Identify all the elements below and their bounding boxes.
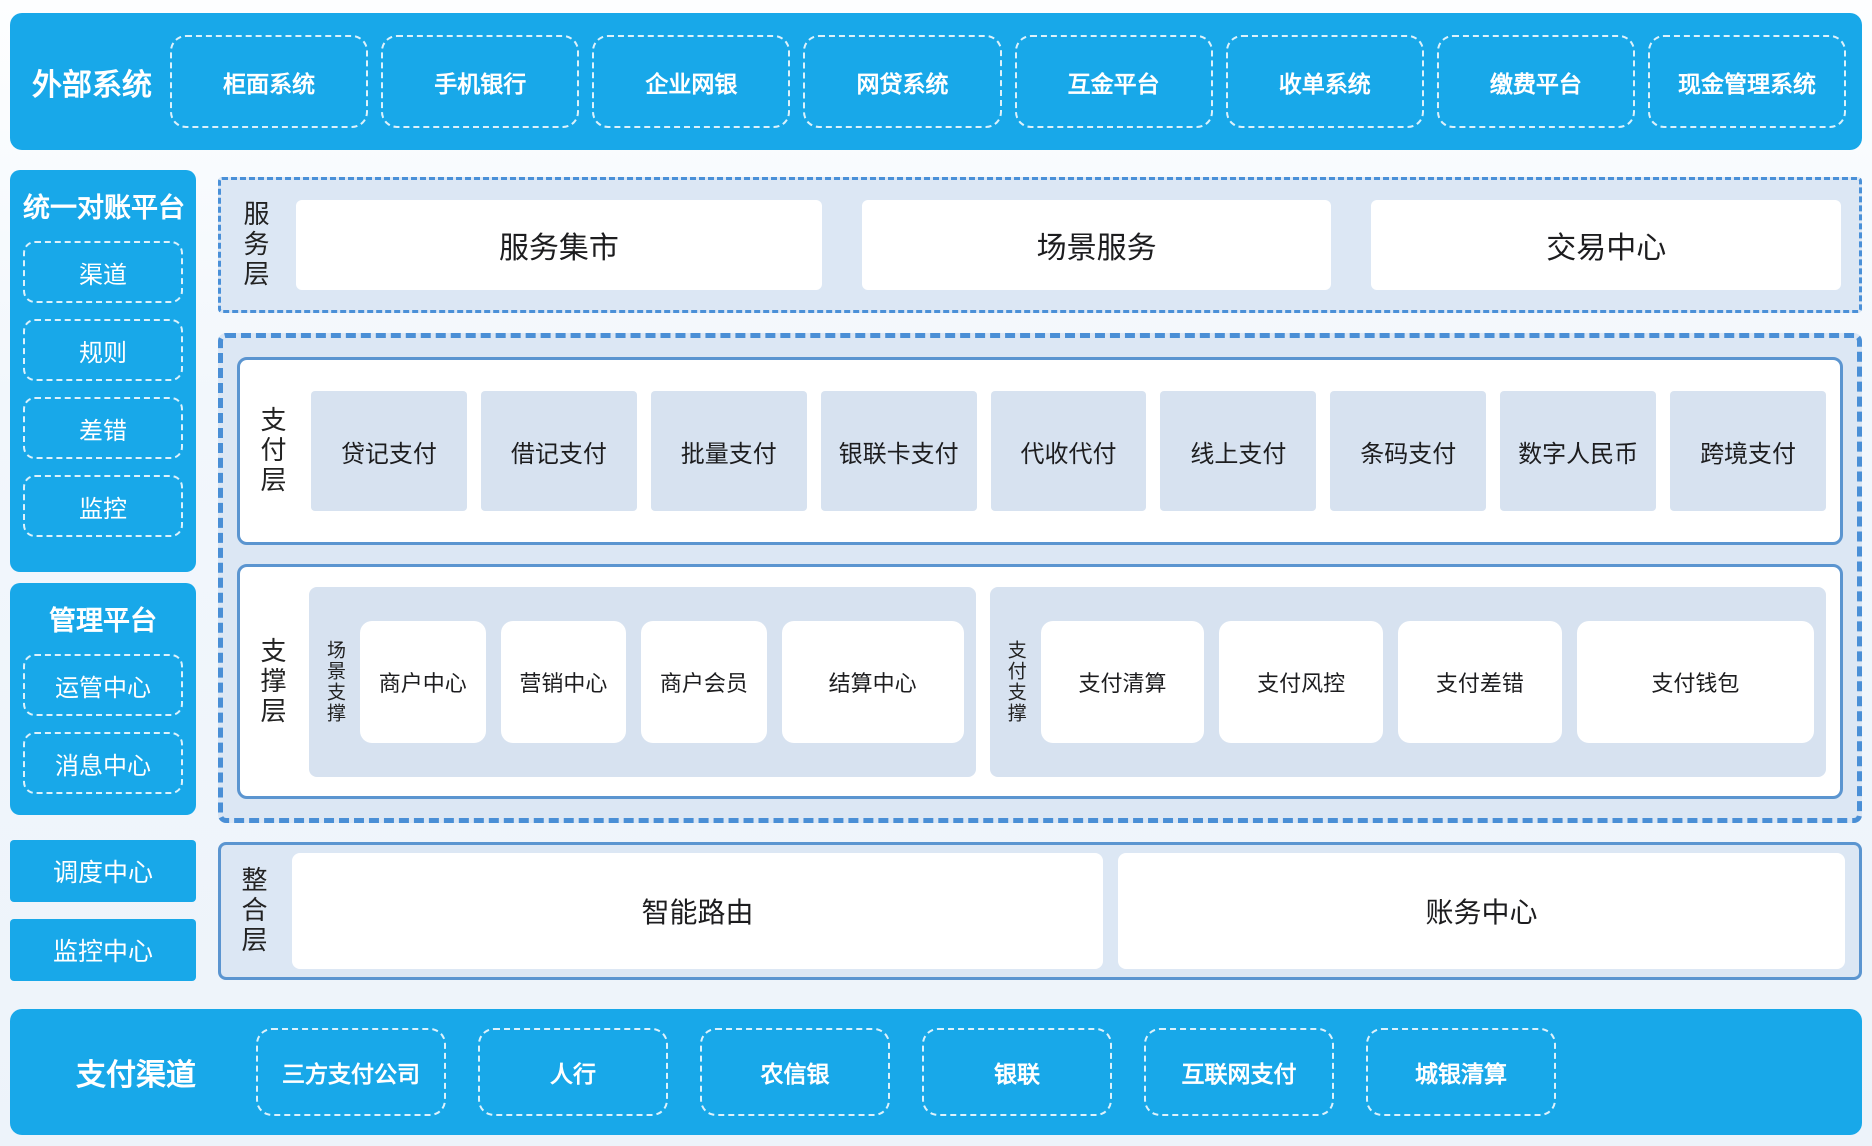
reconciliation-item-0: 渠道: [23, 241, 183, 303]
external-system-item-1: 手机银行: [381, 35, 580, 128]
payment-box-1: 借记支付: [480, 391, 637, 511]
payment-box-0: 贷记支付: [311, 391, 467, 511]
scene-support-box-0: 商户中心: [360, 620, 486, 743]
monitor-center-block: 监控中心: [10, 919, 196, 981]
payment-channel-item-2: 农信银: [700, 1028, 890, 1116]
payment-box-3: 银联卡支付: [820, 391, 977, 511]
scene-support-box-1: 营销中心: [500, 620, 627, 743]
service-layer-items: 服务集市场景服务交易中心: [296, 200, 1841, 290]
payment-channels-bar: 支付渠道 三方支付公司人行农信银银联互联网支付城银清算: [10, 1009, 1862, 1135]
payment-channel-item-1: 人行: [478, 1028, 668, 1116]
payment-box-6: 条码支付: [1330, 391, 1487, 511]
external-systems-bar: 外部系统 柜面系统手机银行企业网银网贷系统互金平台收单系统缴费平台现金管理系统: [10, 13, 1862, 150]
external-systems-items: 柜面系统手机银行企业网银网贷系统互金平台收单系统缴费平台现金管理系统: [170, 35, 1846, 128]
management-item-0: 运管中心: [23, 654, 183, 716]
left-sidebar: 统一对账平台 渠道规则差错监控 管理平台 运管中心消息中心 调度中心 监控中心: [10, 170, 196, 981]
management-item-1: 消息中心: [23, 732, 183, 794]
payment-box-7: 数字人民币: [1500, 391, 1657, 511]
payment-support-box-2: 支付差错: [1398, 620, 1562, 743]
payment-support-box-0: 支付清算: [1040, 620, 1205, 743]
integration-layer-panel: 整合层 智能路由 账务中心: [218, 842, 1862, 980]
service-layer-label: 服务层: [240, 200, 270, 290]
payment-support-items: 支付清算支付风控支付差错支付钱包: [1040, 620, 1814, 743]
payment-layer-panel: 支付层 贷记支付借记支付批量支付银联卡支付代收代付线上支付条码支付数字人民币跨境…: [237, 357, 1843, 545]
accounting-center-box: 账务中心: [1117, 853, 1845, 969]
payment-box-4: 代收代付: [990, 391, 1147, 511]
external-system-item-6: 缴费平台: [1436, 35, 1635, 128]
payment-channel-item-4: 互联网支付: [1144, 1028, 1334, 1116]
support-groups: 场景支撑 商户中心营销中心商户会员结算中心 支付支撑 支付清算支付风控支付差错支…: [309, 586, 1826, 777]
payment-support-box-3: 支付钱包: [1576, 620, 1814, 743]
payment-channel-item-3: 银联: [922, 1028, 1112, 1116]
scene-support-box-3: 结算中心: [781, 620, 964, 743]
payment-channel-item-5: 城银清算: [1366, 1028, 1556, 1116]
middle-row: 统一对账平台 渠道规则差错监控 管理平台 运管中心消息中心 调度中心 监控中心 …: [10, 170, 1862, 981]
payment-layer-label: 支付层: [257, 406, 287, 496]
scene-support-items: 商户中心营销中心商户会员结算中心: [360, 620, 964, 743]
payment-box-2: 批量支付: [650, 391, 807, 511]
scene-support-group: 场景支撑 商户中心营销中心商户会员结算中心: [309, 586, 976, 777]
payment-support-label: 支付支撑: [1004, 639, 1026, 724]
reconciliation-platform-panel: 统一对账平台 渠道规则差错监控: [10, 170, 196, 572]
service-box-0: 服务集市: [296, 200, 822, 290]
reconciliation-item-1: 规则: [23, 319, 183, 381]
main-layers-area: 服务层 服务集市场景服务交易中心 支付层 贷记支付借记支付批量支付银联卡支付代收…: [218, 170, 1862, 981]
payment-channels-items: 三方支付公司人行农信银银联互联网支付城银清算: [256, 1028, 1556, 1116]
management-platform-items: 运管中心消息中心: [23, 654, 183, 794]
external-system-item-4: 互金平台: [1014, 35, 1213, 128]
support-layer-label: 支撑层: [257, 636, 287, 727]
reconciliation-platform-title: 统一对账平台: [23, 193, 185, 223]
payment-layer-items: 贷记支付借记支付批量支付银联卡支付代收代付线上支付条码支付数字人民币跨境支付: [311, 391, 1827, 511]
external-system-item-2: 企业网银: [592, 35, 791, 128]
reconciliation-item-3: 监控: [23, 475, 183, 537]
integration-layer-items: 智能路由 账务中心: [292, 853, 1845, 969]
management-platform-panel: 管理平台 运管中心消息中心: [10, 583, 196, 815]
support-layer-panel: 支撑层 场景支撑 商户中心营销中心商户会员结算中心 支付支撑 支付清算支付风控支…: [237, 564, 1843, 799]
service-layer-panel: 服务层 服务集市场景服务交易中心: [218, 177, 1862, 313]
payment-box-8: 跨境支付: [1670, 391, 1827, 511]
reconciliation-platform-items: 渠道规则差错监控: [23, 241, 183, 537]
payment-support-group: 支付支撑 支付清算支付风控支付差错支付钱包: [989, 586, 1826, 777]
integration-layer-label: 整合层: [238, 866, 268, 956]
scene-support-label: 场景支撑: [324, 639, 345, 724]
payment-box-5: 线上支付: [1160, 391, 1317, 511]
dispatch-center-block: 调度中心: [10, 840, 196, 902]
management-platform-title: 管理平台: [49, 606, 157, 636]
scene-support-box-2: 商户会员: [641, 620, 767, 743]
payment-channels-title: 支付渠道: [76, 1059, 196, 1092]
smart-routing-box: 智能路由: [292, 853, 1103, 969]
payment-support-container: 支付层 贷记支付借记支付批量支付银联卡支付代收代付线上支付条码支付数字人民币跨境…: [218, 333, 1862, 823]
external-system-item-5: 收单系统: [1225, 35, 1424, 128]
external-system-item-0: 柜面系统: [170, 35, 369, 128]
reconciliation-item-2: 差错: [23, 397, 183, 459]
service-box-2: 交易中心: [1371, 200, 1841, 290]
payment-support-box-1: 支付风控: [1219, 620, 1384, 743]
external-systems-title: 外部系统: [32, 68, 152, 102]
service-box-1: 场景服务: [861, 200, 1332, 290]
payment-channel-item-0: 三方支付公司: [256, 1028, 446, 1116]
external-system-item-3: 网贷系统: [803, 35, 1002, 128]
external-system-item-7: 现金管理系统: [1647, 35, 1846, 128]
